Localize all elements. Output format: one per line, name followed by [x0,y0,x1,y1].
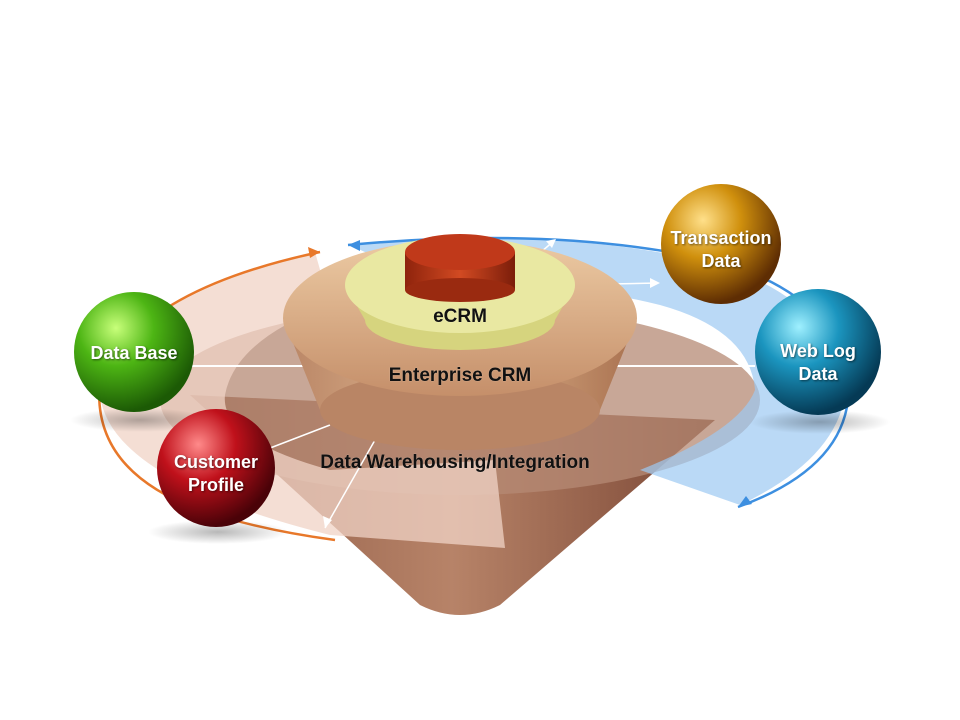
right-arc-start-arrowhead [348,240,360,251]
core-cylinder-top [405,234,515,270]
data-warehousing-label: Data Warehousing/Integration [320,452,590,473]
customer-profile-sphere [157,409,275,527]
core-cylinder-bottom [405,278,515,302]
right-arc-arrow [347,236,850,509]
transaction-data-label: Transaction Data [670,228,772,271]
top-arrowhead [546,239,556,248]
transaction-arrowhead [650,278,660,288]
enterprise-crm-label: Enterprise CRM [388,365,532,386]
shadow [750,410,890,434]
database-label: Data Base [90,343,178,363]
customer-profile-label: Customer Profile [173,452,258,495]
connector-bottom-arrow [324,439,376,529]
left-arc-arrowhead [308,247,320,258]
connector-customer [264,424,331,451]
web-log-data-label: Web Log Data [780,341,856,384]
right-flow-band [350,238,845,506]
shadow [148,520,288,544]
database-sphere [74,292,194,412]
bottom-arrowhead [323,516,332,528]
enterprise-crm-ring-bottom [320,370,600,450]
web-log-data-sphere [755,289,881,415]
ecrm-label: eCRM [433,306,487,327]
right-arc-arrowhead [738,496,752,507]
transaction-data-sphere [661,184,781,304]
